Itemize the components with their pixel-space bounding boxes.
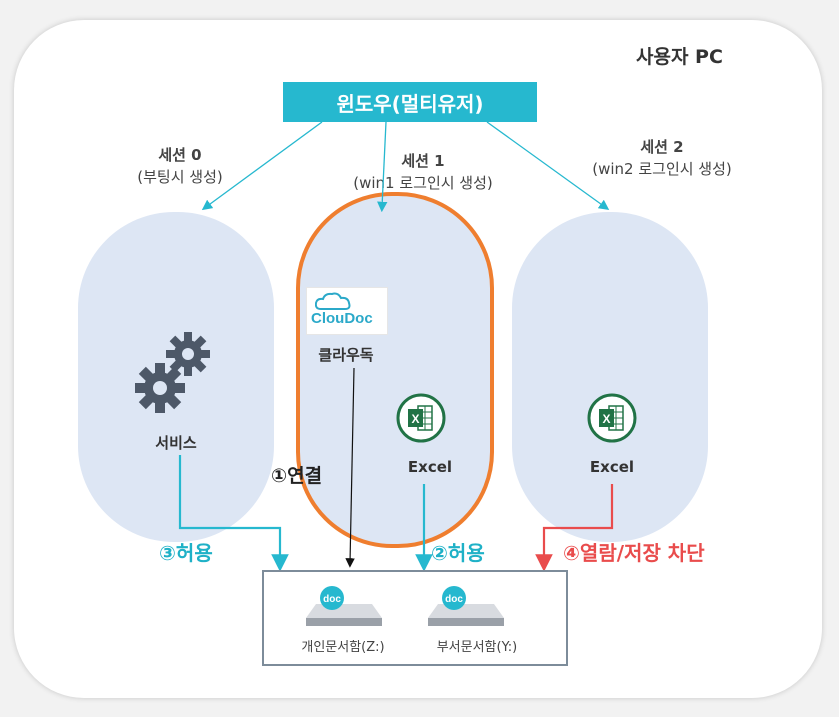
windows-multiuser-box: 윈도우(멀티유저) (283, 82, 537, 122)
arrow-service-allow (178, 455, 289, 572)
drive-icon: doc (306, 586, 382, 626)
cloud-icon (315, 292, 351, 310)
arrow-excel-block (535, 484, 614, 572)
step-service-allow-label: ③허용 (159, 541, 213, 565)
session-1-header: 세션 1 (win1 로그인시 생성) (323, 150, 523, 194)
session-2-name: 세션 2 (640, 138, 684, 156)
session-2-desc: (win2 로그인시 생성) (592, 160, 732, 178)
cloudoc-logo: ClouDoc (306, 287, 388, 335)
excel-icon: X (396, 393, 446, 443)
session-2-header: 세션 2 (win2 로그인시 생성) (562, 136, 762, 180)
step-connect-label: ①연결 (271, 465, 323, 487)
drive-personal-label: 개인문서함(Z:) (301, 640, 385, 655)
pc-label: 사용자 PC (636, 46, 723, 68)
excel-label-session-2: Excel (589, 458, 635, 476)
svg-text:X: X (411, 412, 419, 426)
arrow-to-session-0 (201, 121, 323, 211)
session-1-desc: (win1 로그인시 생성) (353, 174, 493, 192)
step-excel-allow-label: ②허용 (431, 541, 485, 565)
session-1-name: 세션 1 (401, 152, 445, 170)
drive-department-label: 부서문서함(Y:) (436, 640, 518, 655)
session-0-desc: (부팅시 생성) (137, 168, 223, 186)
session-0-name: 세션 0 (158, 146, 202, 164)
excel-label-session-1: Excel (407, 458, 453, 476)
arrow-to-session-1 (377, 121, 388, 213)
service-label: 서비스 (155, 434, 197, 452)
session-0-header: 세션 0 (부팅시 생성) (80, 144, 280, 188)
svg-text:X: X (602, 412, 610, 426)
gears-icon (135, 332, 210, 413)
excel-icon: X (587, 393, 637, 443)
cloudoc-label: 클라우독 (318, 346, 374, 364)
svg-text:doc: doc (323, 594, 341, 605)
step-block-label: ④열람/저장 차단 (563, 541, 705, 565)
session-1-pill (296, 192, 494, 548)
cloudoc-logo-text: ClouDoc (311, 310, 373, 327)
svg-text:doc: doc (445, 594, 463, 605)
arrow-to-session-2 (486, 121, 610, 211)
arrow-cloudoc-connect (345, 367, 355, 568)
drive-icon: doc (428, 586, 504, 626)
session-2-pill (512, 212, 708, 542)
